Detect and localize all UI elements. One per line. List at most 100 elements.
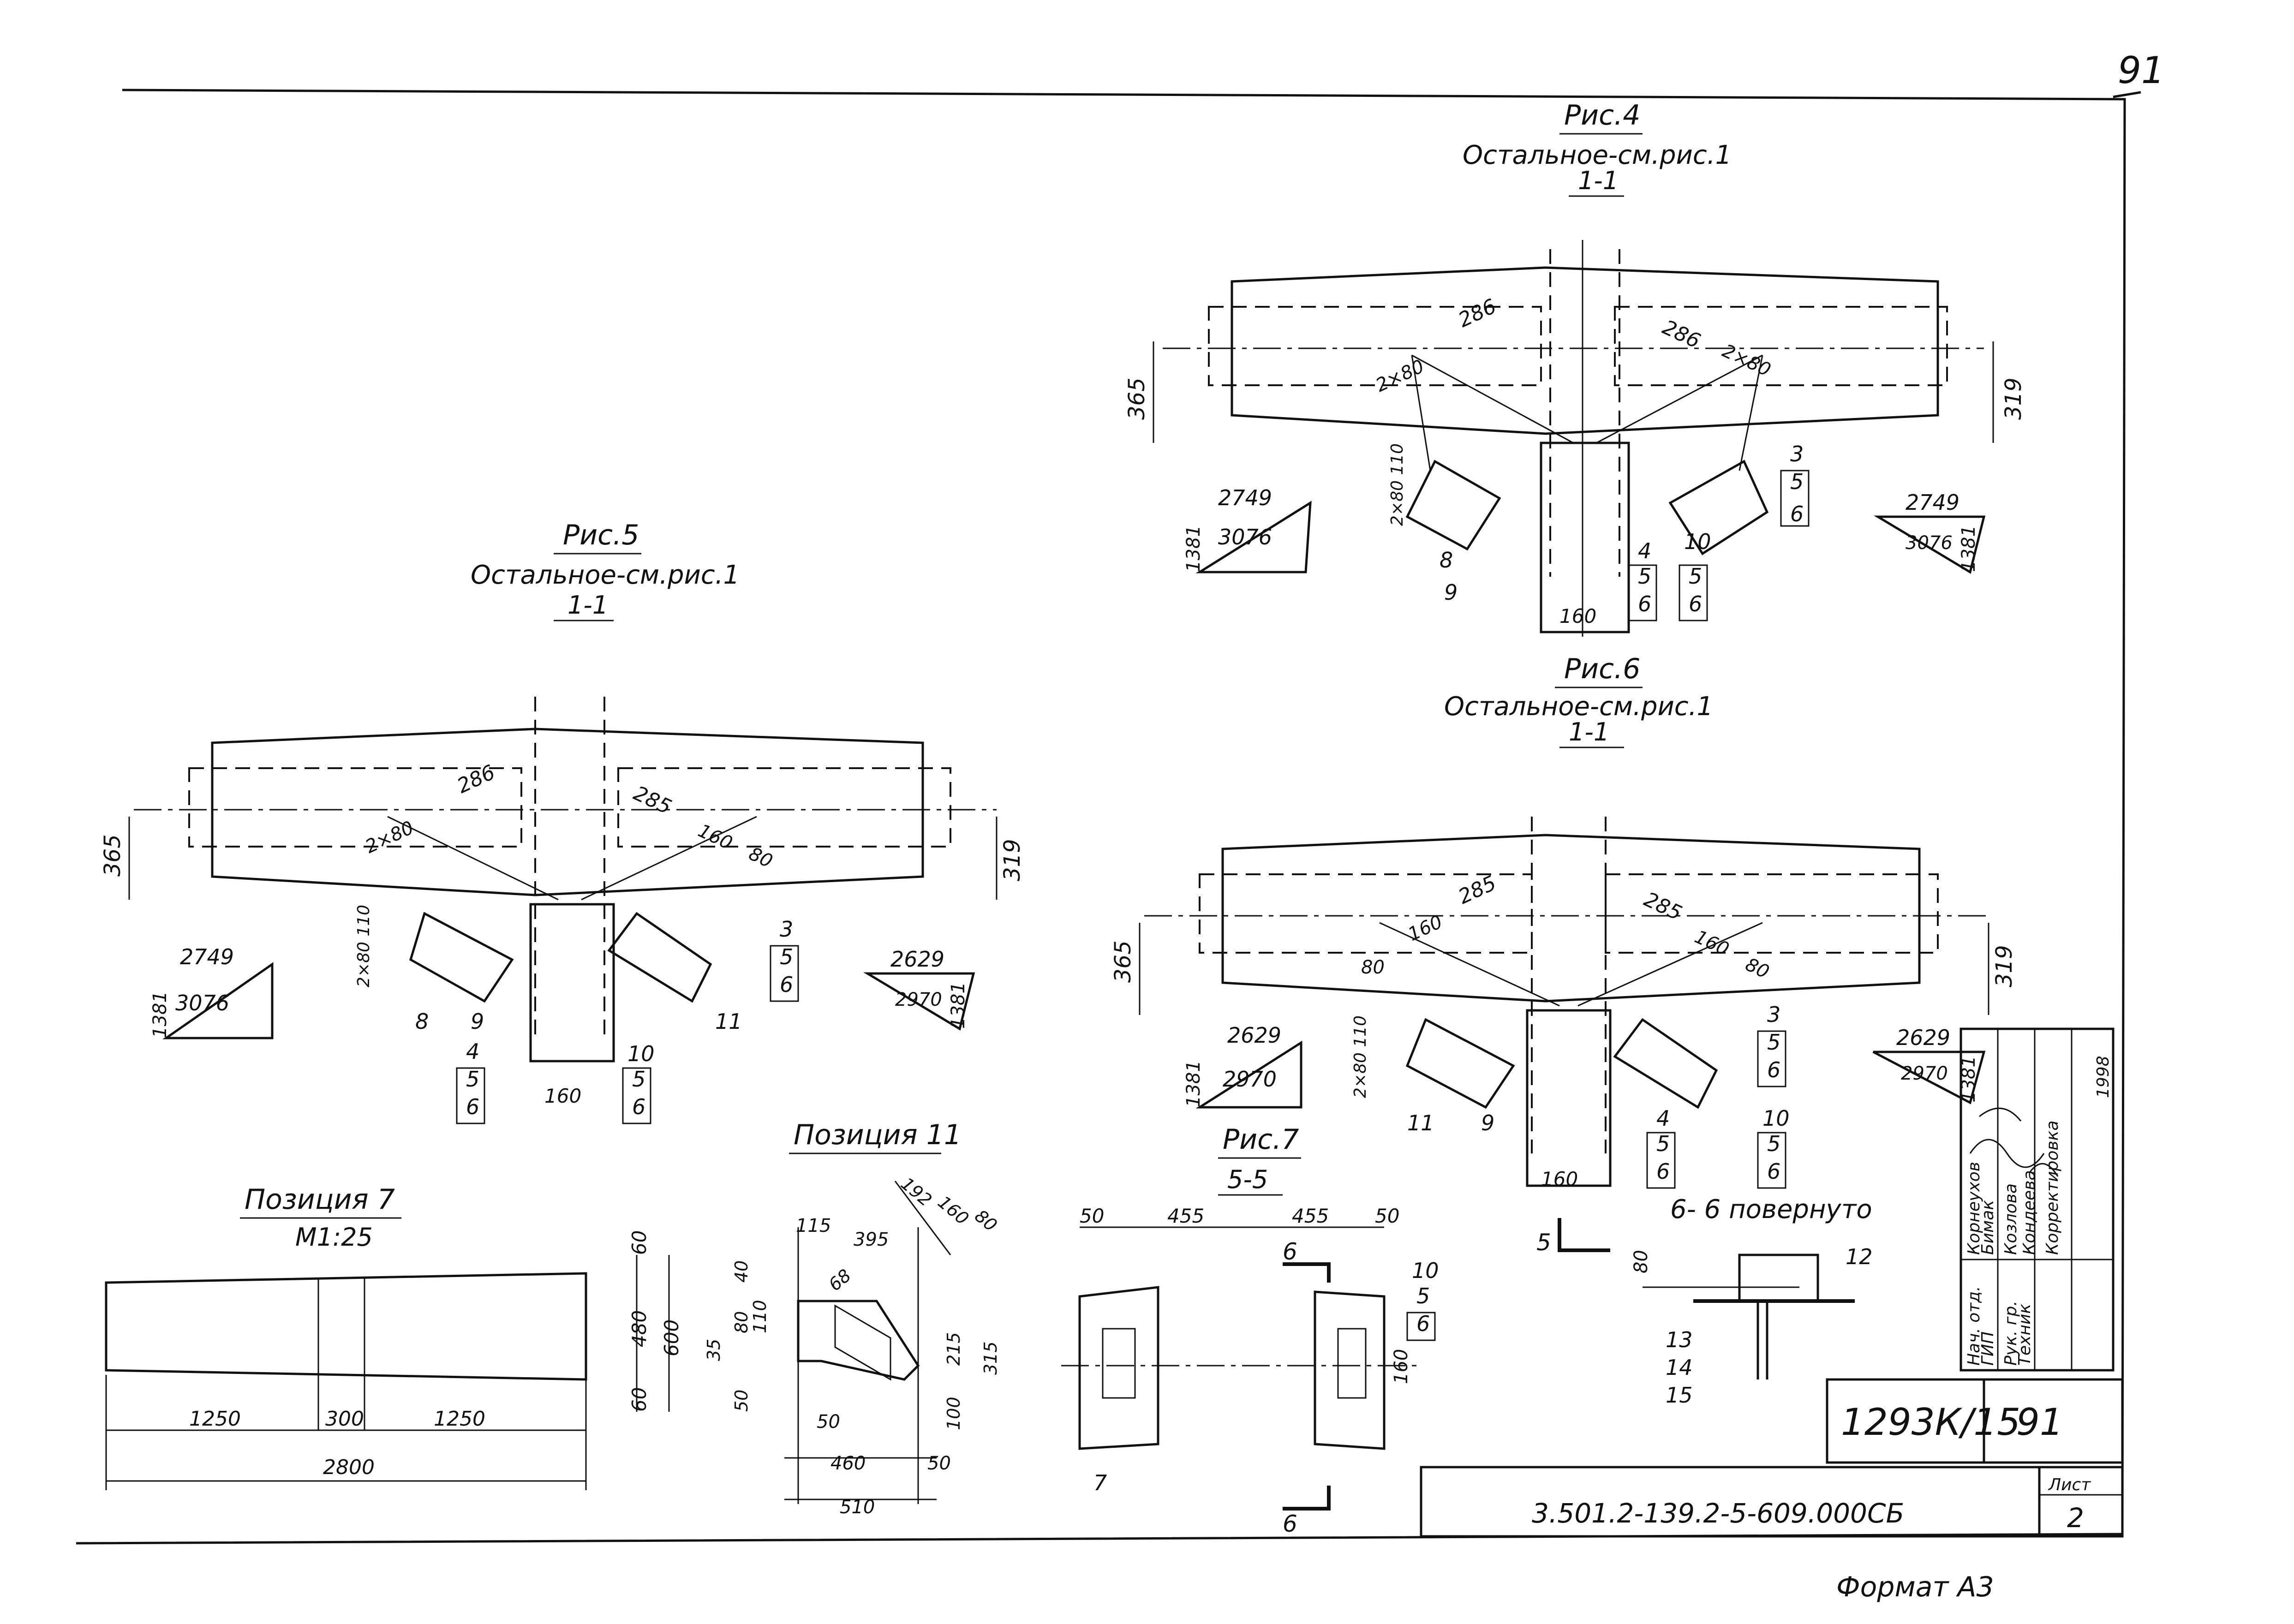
stamp-name-2: Бимак xyxy=(1978,1200,1997,1255)
figure-4: Рис.4 Остальное-см.рис.1 1-1 365 319 286… xyxy=(1124,99,2026,637)
pos11-title: Позиция 11 xyxy=(794,1119,962,1151)
fig6-dim-bolt: 2×80 110 xyxy=(1351,1015,1370,1098)
fig6-tri-r-a: 2629 xyxy=(1896,1025,1950,1050)
sheet-frame xyxy=(76,89,2126,1545)
stamp-role-1: Нач. отд. xyxy=(1965,1286,1983,1366)
fig4-dim-365: 365 xyxy=(1124,377,1150,420)
fig4-dim-286-l: 286 xyxy=(1455,294,1500,332)
fig5-tri-l-b: 1381 xyxy=(149,991,171,1038)
fig5-tri-r-a: 2629 xyxy=(890,947,944,972)
fig4-pos-10: 10 xyxy=(1684,529,1711,554)
fig7-plate-left xyxy=(1078,1286,1159,1450)
view66-pos-15: 15 xyxy=(1666,1383,1693,1408)
stamp-list-no: 2 xyxy=(2067,1502,2084,1534)
view66-pos-14: 14 xyxy=(1666,1355,1693,1380)
fig5-title: Рис.5 xyxy=(563,519,639,551)
fig7-dim-455-l: 455 xyxy=(1167,1205,1204,1227)
fig6-brace-left xyxy=(1405,1018,1515,1109)
fig6-section: 1-1 xyxy=(1569,717,1609,746)
fig6-pos-3: 3 xyxy=(1767,1002,1780,1027)
fig4-beam xyxy=(1231,266,1939,435)
fig7-plate-right xyxy=(1314,1290,1386,1450)
pos11-dim-50-a: 50 xyxy=(817,1411,840,1433)
fig5-pos-4-5: 5 xyxy=(466,1067,479,1092)
fig5-dim-286: 286 xyxy=(454,760,499,798)
fig6-pos-4-6: 6 xyxy=(1656,1159,1670,1184)
pos11-dim-315: 315 xyxy=(980,1341,1001,1375)
fig6-cut-5: 5 xyxy=(1536,1229,1551,1256)
fig5-section: 1-1 xyxy=(568,591,608,620)
pos11-dim-115: 115 xyxy=(796,1215,831,1236)
fig6-pos-10: 10 xyxy=(1762,1106,1790,1131)
fig6-pos-5: 5 xyxy=(1767,1030,1780,1055)
stamp-role-2: ГИП xyxy=(1978,1331,1997,1366)
pos11-dim-110: 110 xyxy=(750,1300,770,1333)
fig4-triangle-left xyxy=(1195,501,1312,573)
fig4-tri-l-a: 2749 xyxy=(1218,485,1272,510)
fig5-pos-8: 8 xyxy=(415,1009,429,1034)
fig5-pos-9: 9 xyxy=(471,1009,484,1034)
stamp-role-4: Техник xyxy=(2015,1304,2034,1366)
fig6-pos-10-6: 6 xyxy=(1767,1159,1780,1184)
fig6-pos-11: 11 xyxy=(1407,1111,1434,1135)
fig6-dim-319: 319 xyxy=(1991,945,2017,987)
pos7-dim-300: 300 xyxy=(325,1407,364,1431)
pos7-dim-480: 480 xyxy=(628,1310,651,1347)
fig6-dim-285-l: 285 xyxy=(1455,871,1500,909)
fig6-dim-width: 160 xyxy=(1541,1168,1578,1190)
fig6-tri-l-b: 1381 xyxy=(1183,1060,1204,1107)
figure-7: Рис.7 5-5 50 455 455 50 160 6 6 10 5 6 7 xyxy=(1061,1123,1439,1537)
pos11-dim-100: 100 xyxy=(944,1397,964,1430)
fig6-pos-10-5: 5 xyxy=(1767,1131,1780,1156)
fig7-cut-6-top: 6 xyxy=(1283,1238,1297,1265)
pos7-dim-60-top: 60 xyxy=(628,1230,651,1255)
pos7-scale: М1:25 xyxy=(295,1223,373,1252)
fig6-brace-right xyxy=(1613,1018,1718,1109)
fig4-pos-3: 3 xyxy=(1790,442,1804,466)
pos11-dim-68: 68 xyxy=(825,1265,855,1295)
fig4-title: Рис.4 xyxy=(1564,99,1640,131)
fig6-tri-l-a: 2629 xyxy=(1227,1023,1281,1048)
pos7-dim-2800: 2800 xyxy=(323,1456,375,1479)
pos11-dim-192: 192 xyxy=(897,1173,936,1210)
fig5-tri-r-c: 1381 xyxy=(948,982,969,1029)
fig7-pos-6: 6 xyxy=(1416,1311,1430,1336)
fig4-post xyxy=(1540,442,1630,633)
pos11-dim-50-v: 50 xyxy=(731,1390,752,1412)
position-7: Позиция 7 М1:25 60 480 600 60 1250 300 1… xyxy=(105,1183,683,1490)
fig7-cut-6-bot: 6 xyxy=(1283,1511,1297,1537)
stamp-role-3: Рук. гр. xyxy=(2001,1301,2020,1366)
fig5-note: Остальное-см.рис.1 xyxy=(471,560,740,590)
pos11-dim-50-b: 50 xyxy=(927,1453,951,1474)
fig5-dim-2x80: 2×80 xyxy=(362,817,417,858)
view66-pos-12: 12 xyxy=(1846,1244,1873,1269)
fig7-pos-7: 7 xyxy=(1093,1470,1107,1495)
pos7-dim-60-bot: 60 xyxy=(628,1387,651,1412)
pos11-dim-510: 510 xyxy=(840,1497,875,1518)
fig7-dim-50-r: 50 xyxy=(1375,1205,1399,1227)
stamp-sheet-no: 91 xyxy=(2016,1401,2063,1444)
fig5-triangle-right xyxy=(863,972,975,1031)
fig5-pos-6: 6 xyxy=(780,972,793,997)
view66-dim-80: 80 xyxy=(1631,1250,1652,1273)
fig4-brace-right xyxy=(1668,460,1769,555)
fig4-pos-9: 9 xyxy=(1444,580,1458,605)
stamp-designation: 3.501.2-139.2-5-609.000СБ xyxy=(1532,1498,1904,1529)
fig5-dim-319: 319 xyxy=(999,839,1025,881)
stamp-year: 1998 xyxy=(2094,1056,2113,1098)
fig6-pos-6: 6 xyxy=(1767,1057,1780,1082)
stamp-code-box xyxy=(1826,1378,2124,1464)
position-11: Позиция 11 115 395 192 160 80 68 40 80 1… xyxy=(704,1119,1001,1518)
fig6-dim-365: 365 xyxy=(1110,940,1136,983)
fig6-dim-160-r: 160 xyxy=(1691,926,1732,960)
fig5-tri-r-b: 2970 xyxy=(895,989,942,1010)
fig5-tri-l-c: 3076 xyxy=(175,991,229,1015)
fig5-dim-width: 160 xyxy=(544,1085,581,1107)
fig4-note: Остальное-см.рис.1 xyxy=(1463,140,1732,170)
fig4-section: 1-1 xyxy=(1578,166,1619,195)
fig4-triangle-right xyxy=(1873,515,1986,574)
fig5-pos-3: 3 xyxy=(780,917,793,942)
fig5-brace-left xyxy=(409,912,514,1003)
pos11-dim-80-v: 80 xyxy=(731,1311,752,1333)
fig5-triangle-left xyxy=(162,962,274,1039)
